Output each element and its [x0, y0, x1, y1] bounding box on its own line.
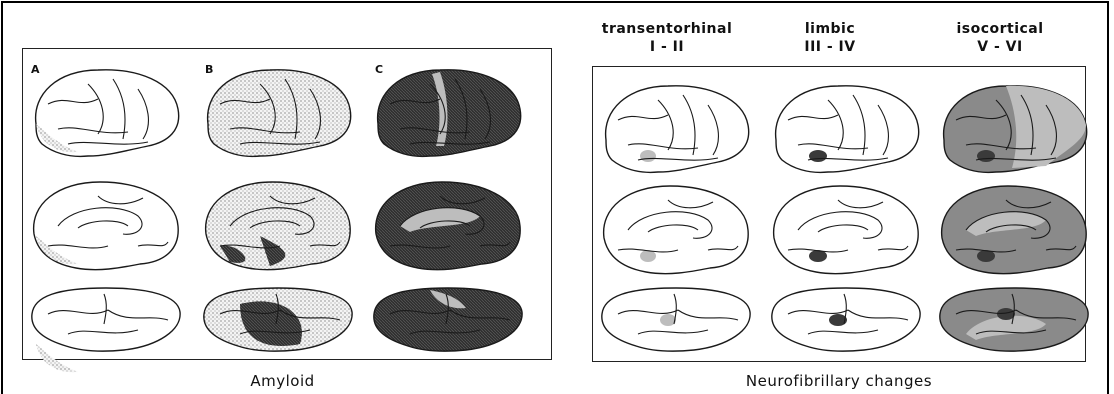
stage-transentorhinal-name: transentorhinal	[592, 20, 742, 38]
stage-isocortical-roman: V - VI	[930, 38, 1070, 56]
nft-brain-stage3-lateral	[936, 80, 1092, 178]
stage-limbic-heading: limbic III - IV	[770, 20, 890, 56]
nft-brain-stage2-medial	[768, 180, 924, 278]
nft-brain-stage2-lateral	[768, 80, 924, 178]
nft-brain-stage1-lateral	[598, 80, 754, 178]
nft-brain-stage3-medial	[936, 180, 1092, 278]
amyloid-brain-b-medial	[200, 176, 356, 274]
stage-isocortical-name: isocortical	[930, 20, 1070, 38]
nft-brain-stage3-basal	[936, 284, 1092, 354]
amyloid-brain-c-basal	[370, 284, 526, 354]
amyloid-brain-b-lateral	[200, 64, 356, 162]
nft-brain-stage1-basal	[598, 284, 754, 354]
amyloid-caption: Amyloid	[0, 372, 565, 390]
nft-brain-stage2-basal	[768, 284, 924, 354]
stage-isocortical-heading: isocortical V - VI	[930, 20, 1070, 56]
nft-brain-stage1-medial	[598, 180, 754, 278]
amyloid-brain-a-basal	[28, 284, 184, 354]
stage-transentorhinal-heading: transentorhinal I - II	[592, 20, 742, 56]
amyloid-brain-b-basal	[200, 284, 356, 354]
amyloid-brain-a-lateral	[28, 64, 184, 162]
amyloid-brain-c-medial	[370, 176, 526, 274]
stage-limbic-roman: III - IV	[770, 38, 890, 56]
amyloid-brain-a-medial	[28, 176, 184, 274]
neurofibrillary-caption: Neurofibrillary changes	[592, 372, 1086, 390]
amyloid-brain-c-lateral	[370, 64, 526, 162]
stage-transentorhinal-roman: I - II	[592, 38, 742, 56]
stage-limbic-name: limbic	[770, 20, 890, 38]
